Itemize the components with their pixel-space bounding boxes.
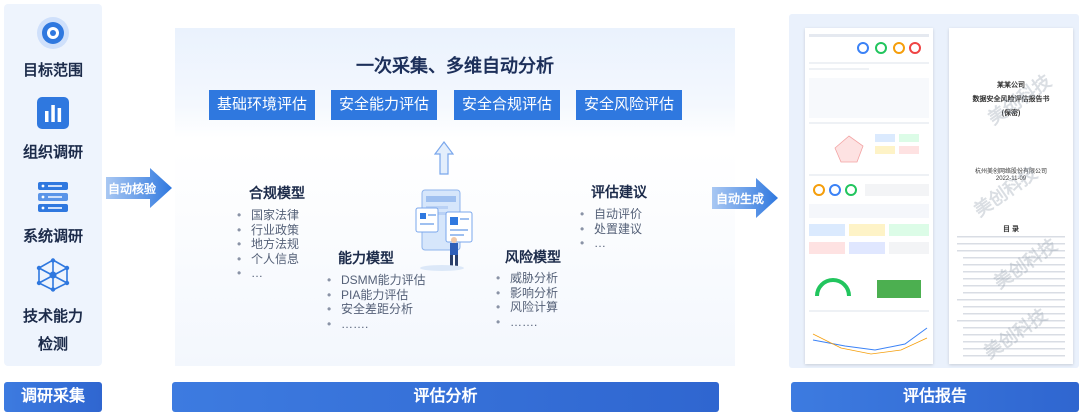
up-arrow-icon [434,141,454,175]
report-title: 数据安全风险评估报告书 [972,96,1050,103]
arrow-auto-verify: 自动核验 [106,168,172,208]
list-item: PIA能力评估 [327,288,426,303]
arrow-auto-generate: 自动生成 [712,178,778,218]
list-item: ……. [327,317,426,332]
report-secret: (保密) [1001,110,1021,117]
list-item: 地方法规 [237,237,299,252]
server-icon [38,182,68,212]
analysis-headline: 一次采集、多维自动分析 [356,56,554,76]
network-icon [36,258,70,292]
list-item: 影响分析 [496,286,558,301]
footer-collection: 调研采集 [4,382,102,412]
analyst-illustration-icon [415,189,473,271]
list-item: DSMM能力评估 [327,273,426,288]
model-list-risk: 威胁分析 影响分析 风险计算 ……. [496,271,558,329]
model-list-advice: 自动评价 处置建议 … [580,207,642,251]
arrow-label-verify: 自动核验 [108,182,157,196]
model-title-compliance: 合规模型 [249,185,305,201]
left-label-system: 系统调研 [22,228,83,245]
list-item: ……. [496,315,558,330]
chip-risk: 安全风险评估 [576,90,682,120]
report-company: 某某公司 [997,82,1025,89]
list-item: … [580,236,642,251]
model-title-risk: 风险模型 [505,249,561,265]
report-date: 2022-11-09 [995,176,1027,182]
collection-panel: 目标范围 组织调研 系统调研 [4,4,102,366]
left-label-tech-2: 检测 [37,336,68,353]
footer-report: 评估报告 [791,382,1079,412]
left-label-org: 组织调研 [22,144,83,161]
arrow-label-generate: 自动生成 [716,192,765,206]
left-label-tech-1: 技术能力 [22,308,83,325]
list-item: 国家法律 [237,208,299,223]
list-item: 行业政策 [237,223,299,238]
toc-lines-icon [957,236,1065,357]
dashboard-document [805,28,933,364]
dashboard-thumbnail-icon [809,34,929,355]
list-item: 安全差距分析 [327,302,426,317]
list-item: 自动评价 [580,207,642,222]
list-item: … [237,266,299,281]
footer-analysis: 评估分析 [172,382,719,412]
model-title-advice: 评估建议 [591,184,647,200]
report-toc-title: 目 录 [1003,226,1019,233]
list-item: 处置建议 [580,222,642,237]
right-arrow-icon [712,178,778,218]
left-label-target: 目标范围 [22,62,83,79]
list-item: 威胁分析 [496,271,558,286]
chip-security-capability: 安全能力评估 [331,90,437,120]
report-org: 杭州美创网络股份有限公司 [974,169,1047,175]
list-item: 风险计算 [496,300,558,315]
target-icon [37,17,69,49]
chip-compliance: 安全合规评估 [454,90,560,120]
chip-basic-env: 基础环境评估 [209,90,315,120]
analysis-top-panel [175,28,735,138]
model-title-capability: 能力模型 [338,250,394,266]
bar-chart-icon [37,97,69,129]
model-list-compliance: 国家法律 行业政策 地方法规 个人信息 … [237,208,299,281]
model-list-capability: DSMM能力评估 PIA能力评估 安全差距分析 ……. [327,273,426,331]
list-item: 个人信息 [237,252,299,267]
right-arrow-icon [106,168,172,208]
report-cover-document: 某某公司 数据安全风险评估报告书 (保密) 杭州美创网络股份有限公司 2022-… [949,28,1073,364]
report-panel: 某某公司 数据安全风险评估报告书 (保密) 杭州美创网络股份有限公司 2022-… [789,14,1079,368]
